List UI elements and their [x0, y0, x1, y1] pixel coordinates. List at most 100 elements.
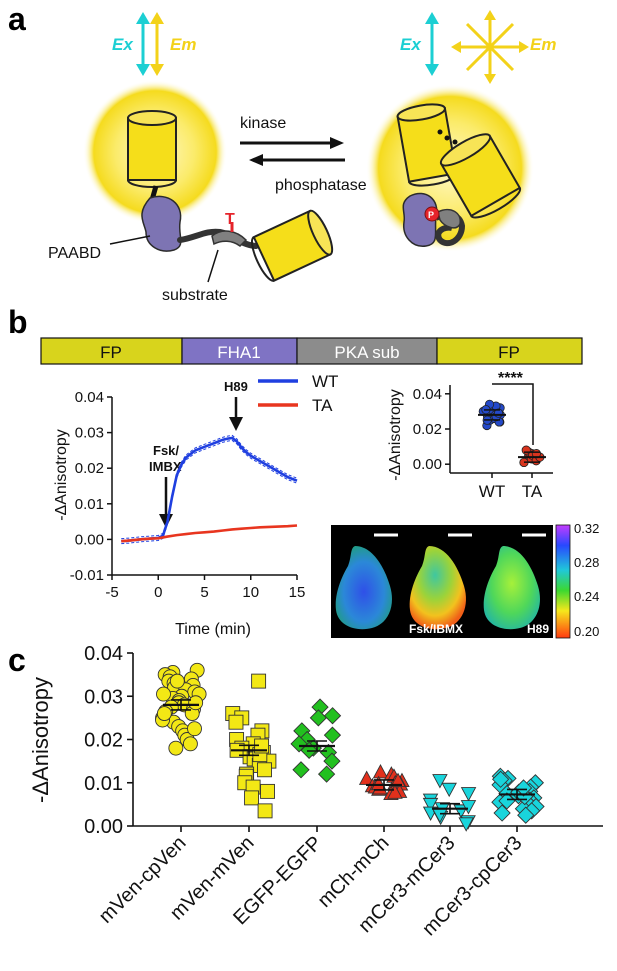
ex-label-left: Ex: [112, 35, 134, 54]
construct-label-fp-c: FP: [498, 343, 520, 362]
timecourse-ytick-label: -0.01: [70, 567, 104, 584]
dotplot-c-point-egfp-egfp: [323, 707, 342, 725]
annotation-imbx: IMBX: [149, 459, 182, 474]
substrate-label: substrate: [162, 287, 228, 304]
annotation-fsk: Fsk/: [153, 443, 179, 458]
dotplot-c-point-mcer3-cpcer3: [514, 779, 533, 797]
phosphatase-label: phosphatase: [275, 177, 367, 194]
legend-label-wt: WT: [312, 372, 338, 391]
series-wt-error-lower: [121, 439, 298, 545]
dotplot-c-point-mch-mch: [387, 784, 403, 799]
dotplot-c-point-mcer3-cpcer3: [498, 792, 516, 810]
panel-label-c: c: [8, 642, 26, 678]
dotplot-c-point-mcer3-cpcer3: [517, 806, 535, 824]
dotplot-c-point-mven-mven: [260, 783, 275, 799]
dotplot-c-ytick-label: 0.01: [84, 773, 123, 795]
micro-label-fsk: Fsk/IBMX: [409, 622, 463, 636]
dotplot-c-point-mven-cpven: [182, 736, 198, 752]
construct-segment-fha1: [181, 337, 298, 365]
microscopy-panel: Fsk/IBMX H89 0.32 0.28 0.24 0.20: [331, 521, 599, 639]
series-line-ta: [121, 524, 298, 543]
timecourse-ytick-label: 0.02: [75, 460, 104, 477]
fluorophore-barrel-right-unbound: [251, 209, 334, 282]
ex-label-right: Ex: [400, 35, 422, 54]
construct-label-pka-sub: PKA sub: [334, 343, 399, 362]
dotplot-c-point-mven-cpven: [168, 740, 184, 756]
dotplot-b-ytick-label: 0.00: [413, 456, 442, 473]
timecourse-ytick-label: 0.03: [75, 425, 104, 442]
dotplot-c-ytick-label: 0.02: [84, 730, 123, 752]
dotplot-c-point-mcer3-mcer3: [460, 787, 477, 802]
linker-dot: [452, 139, 458, 145]
dotplot-c-point-mven-cpven: [188, 695, 204, 711]
timecourse-ytick-label: 0.01: [75, 496, 104, 513]
significance-stars: ****: [498, 370, 524, 387]
dotplot-c-point-mcer3-cpcer3: [493, 804, 511, 822]
dotplot-b-category-label: TA: [522, 482, 543, 501]
dotplot-b-category-label: WT: [479, 482, 505, 501]
colorbar-tick: 0.32: [574, 521, 599, 536]
dotplot-c-ylabel: -ΔAnisotropy: [28, 677, 53, 803]
timecourse-ylabel: -ΔAnisotropy: [53, 429, 70, 521]
timecourse-xlabel: Time (min): [175, 621, 251, 638]
cell-image-baseline: [335, 546, 392, 630]
dotplot-c-ytick-label: 0.00: [84, 816, 123, 838]
cell-image-fsk: [409, 546, 466, 630]
linker-dot: [437, 129, 443, 135]
panel-label-a: a: [8, 1, 26, 37]
dotplot-c-point-mch-mch: [390, 772, 406, 788]
timecourse-ytick-label: 0.00: [75, 531, 104, 548]
dotplot-c-point-mven-mven: [257, 803, 273, 819]
cell-image-h89: [483, 546, 540, 630]
substrate-peptide-right: [437, 208, 461, 229]
timecourse-xtick-label: 0: [154, 584, 162, 601]
dotplot-c-point-mcer3-mcer3: [460, 800, 477, 815]
excitation-arrow-right: [425, 12, 439, 76]
dotplot-b-ylabel: -ΔAnisotropy: [387, 389, 404, 481]
dotplot-c: -ΔAnisotropy 0.000.010.020.030.04mVen-cp…: [28, 643, 603, 940]
substrate-peptide-left: [211, 230, 248, 247]
dotplot-c-point-mven-mven: [257, 762, 272, 778]
dotplot-c-point-mven-cpven: [169, 673, 185, 689]
panel-label-b: b: [8, 304, 28, 340]
phospho-group: [424, 206, 440, 222]
dotplot-c-point-egfp-egfp: [317, 765, 336, 783]
annotation-h89: H89: [224, 379, 248, 394]
dotplot-c-point-mcer3-cpcer3: [491, 770, 510, 788]
dotplot-c-point-egfp-egfp: [309, 709, 328, 727]
dotplot-c-point-egfp-egfp: [323, 752, 341, 770]
dotplot-c-point-egfp-egfp: [323, 726, 342, 744]
equilibrium-arrows: [240, 137, 345, 166]
linker-dot: [444, 135, 450, 141]
dotplot-c-point-mven-mven: [251, 673, 267, 689]
paabd-pointer: [109, 235, 151, 245]
fluorophore-barrel-left: [127, 110, 177, 188]
dotplot-c-point-mch-mch: [372, 763, 389, 779]
construct-label-fp-n: FP: [100, 343, 122, 362]
significance-bracket: [492, 383, 534, 445]
timecourse-xtick-label: 5: [200, 584, 208, 601]
dotplot-c-ytick-label: 0.04: [84, 643, 123, 665]
construct-bar: FP FHA1 PKA sub FP: [40, 337, 583, 365]
paabd-label: PAABD: [48, 245, 101, 262]
fluorophore-barrel-bound-2: [439, 133, 522, 219]
construct-segment-pka-sub: [296, 337, 438, 365]
colorbar-tick: 0.28: [574, 555, 599, 570]
dotplot-c-point-mven-mven: [244, 790, 260, 806]
em-label-right: Em: [530, 35, 556, 54]
dotplot-b-ytick-label: 0.02: [413, 421, 442, 438]
h89-arrow: [229, 397, 243, 431]
excitation-arrow-left: [136, 12, 150, 76]
threonine-label: T: [225, 211, 235, 228]
dotplot-c-point-mven-cpven: [156, 706, 172, 721]
dotplot-c-point-mcer3-mcer3: [458, 817, 474, 832]
dotplot-c-point-mcer3-mcer3: [422, 797, 439, 813]
dotplot-c-point-mcer3-mcer3: [441, 782, 457, 798]
dotplot-c-point-mcer3-mcer3: [432, 774, 448, 789]
fluorophore-barrel-bound-1: [396, 103, 458, 187]
timecourse-ytick-label: 0.04: [75, 389, 104, 406]
colorbar-tick: 0.24: [574, 589, 599, 604]
dotplot-c-point-mven-mven: [228, 714, 244, 730]
kinase-label: kinase: [240, 115, 286, 132]
